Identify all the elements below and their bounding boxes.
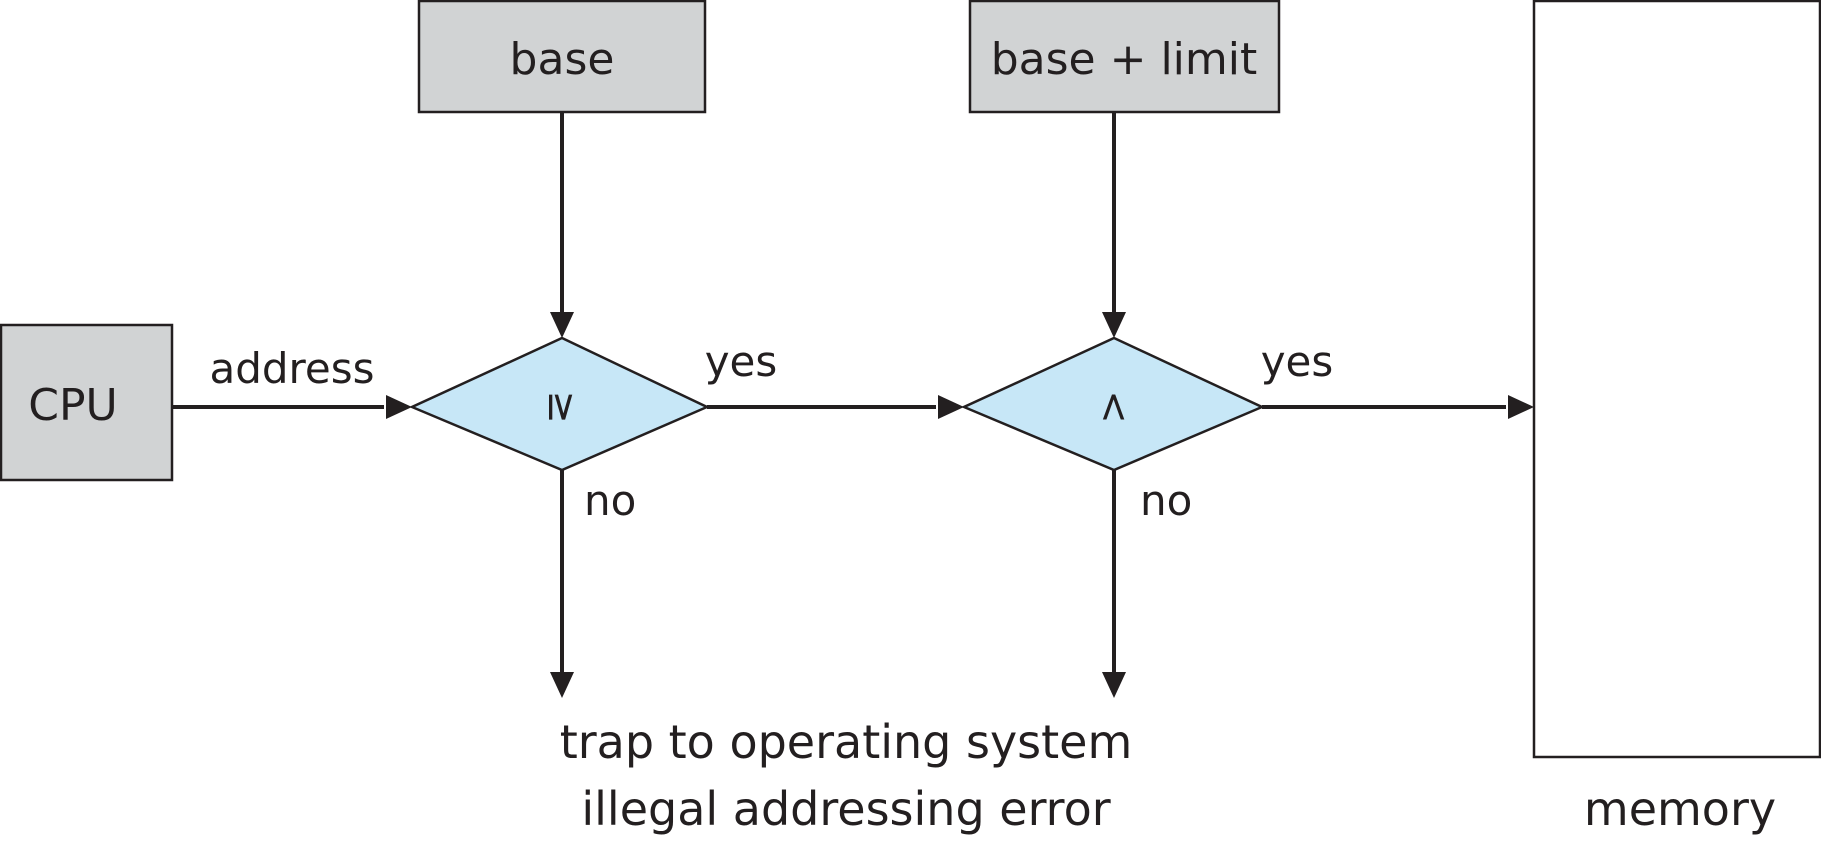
no-label-1: no (584, 476, 636, 525)
arrowhead-down-ge (550, 312, 574, 338)
memory-box (1532, 0, 1821, 759)
comparator-ge: ≥ (408, 336, 711, 472)
arrowhead-right-lt (938, 395, 964, 419)
yes-label-1: yes (705, 337, 778, 386)
base-limit-label: base + limit (991, 34, 1258, 85)
arrowhead-right-ge (386, 395, 412, 419)
ge-symbol: ≥ (539, 390, 585, 424)
base-register: base (417, 0, 707, 114)
base-limit-register: base + limit (968, 0, 1281, 114)
trap-label-line2: illegal addressing error (581, 782, 1110, 836)
no-label-2: no (1140, 476, 1192, 525)
lt-symbol: < (1091, 390, 1137, 424)
yes-label-2: yes (1261, 337, 1334, 386)
arrowhead-down-lt (1102, 312, 1126, 338)
memory-label: memory (1584, 782, 1776, 836)
address-label: address (209, 344, 374, 393)
arrowhead-down-trap-1 (550, 672, 574, 698)
arrowhead-right-memory (1508, 395, 1534, 419)
arrowhead-down-trap-2 (1102, 672, 1126, 698)
cpu-box: CPU (0, 323, 174, 482)
base-label: base (510, 34, 615, 85)
trap-label-line1: trap to operating system (560, 715, 1133, 769)
cpu-label: CPU (28, 380, 117, 431)
comparator-lt: < (960, 336, 1266, 472)
